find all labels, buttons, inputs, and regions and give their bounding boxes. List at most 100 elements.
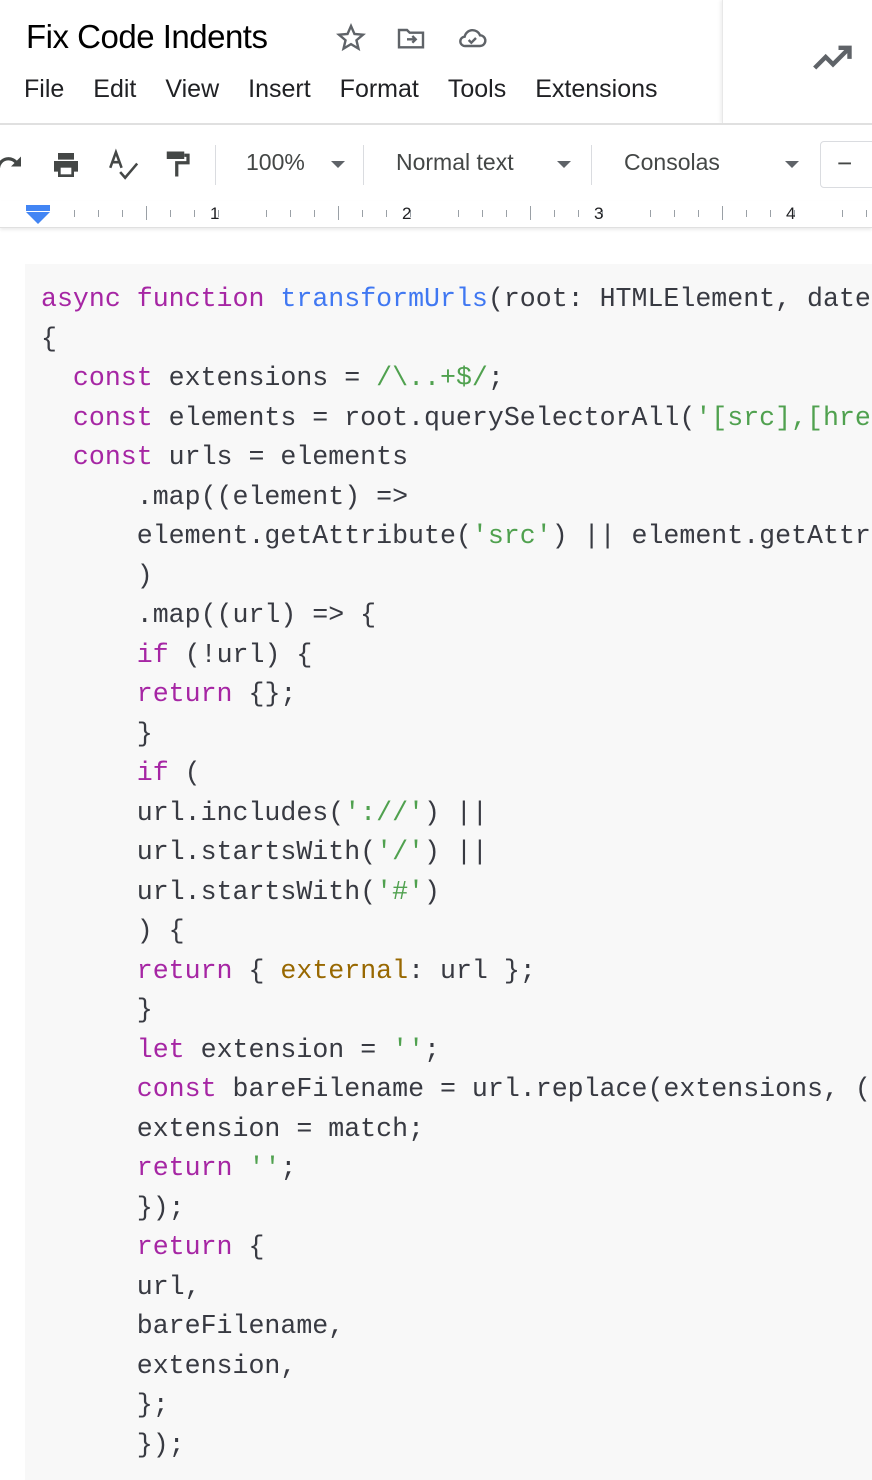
code-token: const bbox=[72, 442, 153, 472]
left-indent-marker[interactable] bbox=[26, 212, 50, 224]
code-line: }); bbox=[41, 1189, 871, 1229]
code-token: '' bbox=[392, 1034, 425, 1065]
code-token bbox=[41, 1153, 137, 1183]
code-token: const bbox=[72, 363, 153, 393]
code-line: .map((element) => bbox=[41, 478, 871, 518]
code-token: { bbox=[232, 955, 281, 986]
spellcheck-icon[interactable] bbox=[106, 147, 140, 183]
code-token: return bbox=[136, 679, 233, 709]
code-line: url.includes('://') || bbox=[41, 794, 871, 834]
menu-format[interactable]: Format bbox=[339, 75, 419, 103]
code-block[interactable]: async function transformUrls(root: HTMLE… bbox=[41, 280, 871, 1465]
code-line: const extensions = /\..+$/; bbox=[41, 359, 871, 399]
code-token: }); bbox=[41, 1192, 185, 1223]
code-token bbox=[41, 363, 73, 393]
code-line: }; bbox=[41, 1386, 871, 1426]
right-header-panel bbox=[722, 0, 872, 123]
ruler-tick bbox=[650, 210, 651, 217]
code-line: }); bbox=[41, 1426, 871, 1466]
redo-icon[interactable] bbox=[0, 149, 26, 179]
code-token: ; bbox=[280, 1153, 297, 1183]
code-line: let extension = ''; bbox=[41, 1031, 871, 1071]
code-token: '' bbox=[248, 1153, 281, 1183]
code-token bbox=[121, 284, 137, 314]
menu-view[interactable]: View bbox=[165, 75, 220, 103]
code-token: ) || bbox=[424, 797, 488, 828]
toolbar-divider bbox=[591, 145, 592, 185]
code-token: { bbox=[232, 1232, 265, 1262]
code-token: bareFilename, bbox=[41, 1311, 345, 1341]
ruler-label: 3 bbox=[594, 204, 604, 223]
code-token: }); bbox=[41, 1429, 185, 1460]
code-token: {}; bbox=[232, 679, 297, 709]
code-token: external bbox=[280, 955, 409, 986]
code-line: element.getAttribute('src') || element.g… bbox=[41, 517, 871, 557]
code-token bbox=[41, 403, 73, 433]
code-token bbox=[233, 1153, 249, 1183]
code-token bbox=[41, 1074, 137, 1104]
code-token: (!url) { bbox=[168, 639, 313, 670]
zoom-dropdown-icon[interactable] bbox=[331, 161, 345, 168]
style-dropdown-icon[interactable] bbox=[557, 161, 571, 168]
font-select[interactable]: Consolas bbox=[624, 149, 720, 175]
decrease-font-size-button[interactable]: − bbox=[820, 141, 872, 188]
code-token: extension, bbox=[41, 1350, 297, 1381]
code-line: extension, bbox=[41, 1347, 871, 1387]
ruler-tick bbox=[506, 210, 507, 217]
activity-trend-icon[interactable] bbox=[811, 40, 855, 74]
ruler-tick bbox=[674, 210, 675, 217]
document-title[interactable]: Fix Code Indents bbox=[26, 18, 268, 55]
code-token: ) || element.getAttr bbox=[551, 521, 871, 551]
code-line: url, bbox=[41, 1268, 871, 1308]
menu-tools[interactable]: Tools bbox=[447, 75, 507, 103]
ruler-tick bbox=[74, 210, 75, 217]
paragraph-style-select[interactable]: Normal text bbox=[396, 149, 514, 175]
code-token: '/' bbox=[376, 837, 425, 867]
zoom-select[interactable]: 100% bbox=[246, 149, 305, 175]
code-line: extension = match; bbox=[41, 1110, 871, 1150]
font-dropdown-icon[interactable] bbox=[785, 161, 799, 168]
ruler-label: 1 bbox=[210, 204, 220, 223]
cloud-saved-icon[interactable] bbox=[456, 22, 488, 54]
ruler-tick bbox=[386, 210, 387, 217]
code-token: '#' bbox=[376, 876, 425, 907]
code-line: if (!url) { bbox=[41, 636, 871, 676]
code-token: ) bbox=[424, 876, 440, 907]
code-token: } bbox=[41, 995, 153, 1025]
code-token: extensions = bbox=[152, 363, 377, 393]
code-line: const elements = root.querySelectorAll('… bbox=[41, 399, 871, 439]
menu-extensions[interactable]: Extensions bbox=[535, 75, 658, 103]
ruler-tick bbox=[338, 206, 339, 220]
ruler-tick bbox=[770, 210, 771, 217]
code-token: ) || bbox=[424, 837, 488, 867]
star-icon[interactable] bbox=[335, 22, 367, 54]
code-line: url.startsWith('/') || bbox=[41, 833, 871, 873]
code-token bbox=[41, 1035, 137, 1065]
first-line-indent-marker[interactable] bbox=[26, 205, 50, 211]
document-page[interactable]: async function transformUrls(root: HTMLE… bbox=[25, 264, 872, 1480]
code-token: }; bbox=[41, 1390, 169, 1420]
menu-edit[interactable]: Edit bbox=[93, 75, 137, 103]
menu-insert[interactable]: Insert bbox=[248, 75, 311, 103]
code-line: { bbox=[41, 320, 871, 360]
ruler-tick bbox=[722, 206, 723, 220]
toolbar-divider bbox=[215, 145, 216, 185]
move-to-folder-icon[interactable] bbox=[395, 22, 427, 54]
ruler-label: 2 bbox=[402, 204, 412, 223]
code-token: ) { bbox=[41, 916, 185, 946]
ruler-tick bbox=[314, 210, 315, 217]
paint-format-icon[interactable] bbox=[163, 147, 193, 181]
code-token: if bbox=[136, 639, 169, 670]
menu-file[interactable]: File bbox=[24, 75, 65, 103]
code-token: } bbox=[41, 718, 153, 749]
code-token: transformUrls bbox=[280, 284, 488, 314]
ruler-tick bbox=[530, 206, 531, 220]
ruler[interactable]: 1 2 3 4 bbox=[0, 201, 872, 228]
print-icon[interactable] bbox=[49, 149, 83, 181]
code-token: ; bbox=[424, 1034, 441, 1065]
code-token: async bbox=[41, 284, 121, 314]
code-token: let bbox=[136, 1034, 185, 1065]
ruler-tick bbox=[146, 206, 147, 220]
code-token: if bbox=[136, 758, 169, 788]
code-token: '://' bbox=[344, 797, 425, 828]
